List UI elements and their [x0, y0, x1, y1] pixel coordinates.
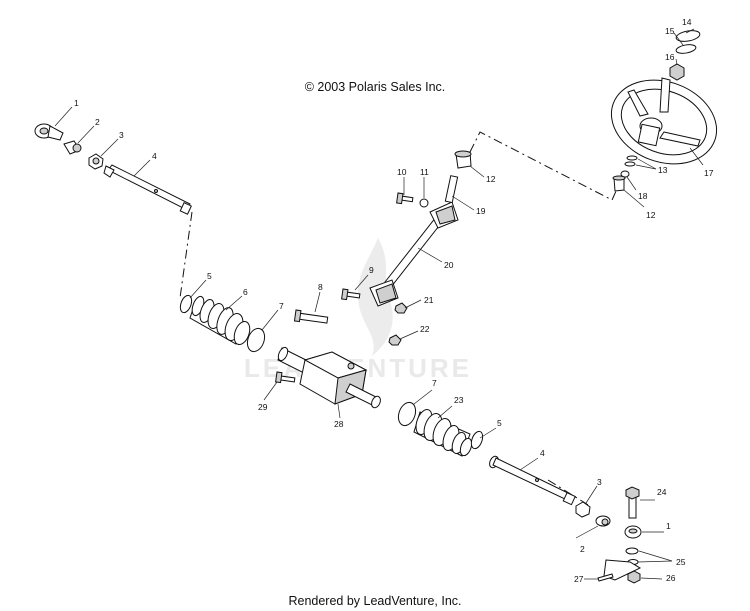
callout-16: 16	[665, 52, 675, 62]
tie-rod-right	[489, 455, 576, 506]
wheel-washers	[624, 155, 638, 167]
ball-joint-boot-right	[595, 515, 611, 527]
callout-15: 15	[665, 26, 675, 36]
tie-rod-bolt	[625, 486, 640, 519]
callout-labels: 1 2 3 4 5 6 7 8 9 10 11 12 12 13 14 15 1…	[74, 17, 714, 584]
housing-bolt	[275, 371, 296, 384]
ball-joint-boot-left	[63, 140, 82, 155]
callout-13: 13	[658, 165, 668, 175]
bushing-lower	[612, 175, 626, 192]
cotter-pin	[597, 573, 614, 582]
callout-9: 9	[369, 265, 374, 275]
callout-2-left: 2	[95, 117, 100, 127]
upper-shaft-end	[444, 175, 459, 204]
tie-rod-washers	[625, 547, 639, 565]
steering-wheel	[610, 77, 718, 165]
assembly-lines	[179, 131, 622, 507]
callout-7-left: 7	[279, 301, 284, 311]
callout-17: 17	[704, 168, 714, 178]
callout-24: 24	[657, 487, 667, 497]
rack-boot-left	[189, 295, 251, 346]
callout-26: 26	[666, 573, 676, 583]
callout-18: 18	[638, 191, 648, 201]
callout-12-lower: 12	[646, 210, 656, 220]
callout-2-right: 2	[580, 544, 585, 554]
copyright-notice: © 2003 Polaris Sales Inc.	[304, 80, 446, 94]
callout-5-right: 5	[497, 418, 502, 428]
callout-3-right: 3	[597, 477, 602, 487]
tie-rod-end-right	[624, 525, 642, 539]
steering-wheel-insert	[675, 44, 697, 54]
housing-nut	[388, 334, 402, 346]
jam-nut-left	[88, 153, 104, 170]
washer	[419, 198, 429, 208]
callout-14: 14	[682, 17, 692, 27]
callout-10: 10	[397, 167, 407, 177]
steering-rack-housing	[277, 346, 381, 409]
callout-29: 29	[258, 402, 268, 412]
tie-rod-left	[103, 164, 192, 215]
callout-8: 8	[318, 282, 323, 292]
callout-12-upper: 12	[486, 174, 496, 184]
upper-u-joint-bolt	[396, 192, 414, 205]
callout-20: 20	[444, 260, 454, 270]
boot-clamp-left	[179, 294, 193, 314]
callout-19: 19	[476, 206, 486, 216]
steering-wheel-nut	[669, 63, 685, 81]
callout-1-right: 1	[666, 521, 671, 531]
boot-clamp-large-left	[246, 327, 266, 353]
callout-11: 11	[420, 167, 429, 177]
u-joint-bolt	[341, 288, 361, 301]
shaft-nut	[394, 302, 408, 314]
castle-nut	[627, 570, 641, 584]
steering-shaft	[369, 201, 459, 307]
rendered-by-credit: Rendered by LeadVenture, Inc.	[288, 594, 462, 608]
mounting-bolt-long	[293, 309, 329, 324]
callout-23: 23	[454, 395, 464, 405]
callout-3-left: 3	[119, 130, 124, 140]
callout-28: 28	[334, 419, 344, 429]
callout-1-left: 1	[74, 98, 79, 108]
callout-22: 22	[420, 324, 430, 334]
callout-27: 27	[574, 574, 584, 584]
bushing-upper	[454, 150, 472, 169]
jam-nut-right	[575, 501, 591, 518]
rack-boot-right	[413, 409, 473, 457]
callout-6: 6	[243, 287, 248, 297]
boot-clamp-large-right	[397, 401, 417, 427]
boot-clamp-right	[470, 430, 484, 450]
callout-25: 25	[676, 557, 686, 567]
leader-lines	[54, 28, 704, 580]
steering-wheel-cap	[675, 30, 701, 42]
callout-5-left: 5	[207, 271, 212, 281]
callout-4-left: 4	[152, 151, 157, 161]
callout-21: 21	[424, 295, 434, 305]
callout-7-right: 7	[432, 378, 437, 388]
tie-rod-end-left	[34, 123, 64, 141]
callout-4-right: 4	[540, 448, 545, 458]
